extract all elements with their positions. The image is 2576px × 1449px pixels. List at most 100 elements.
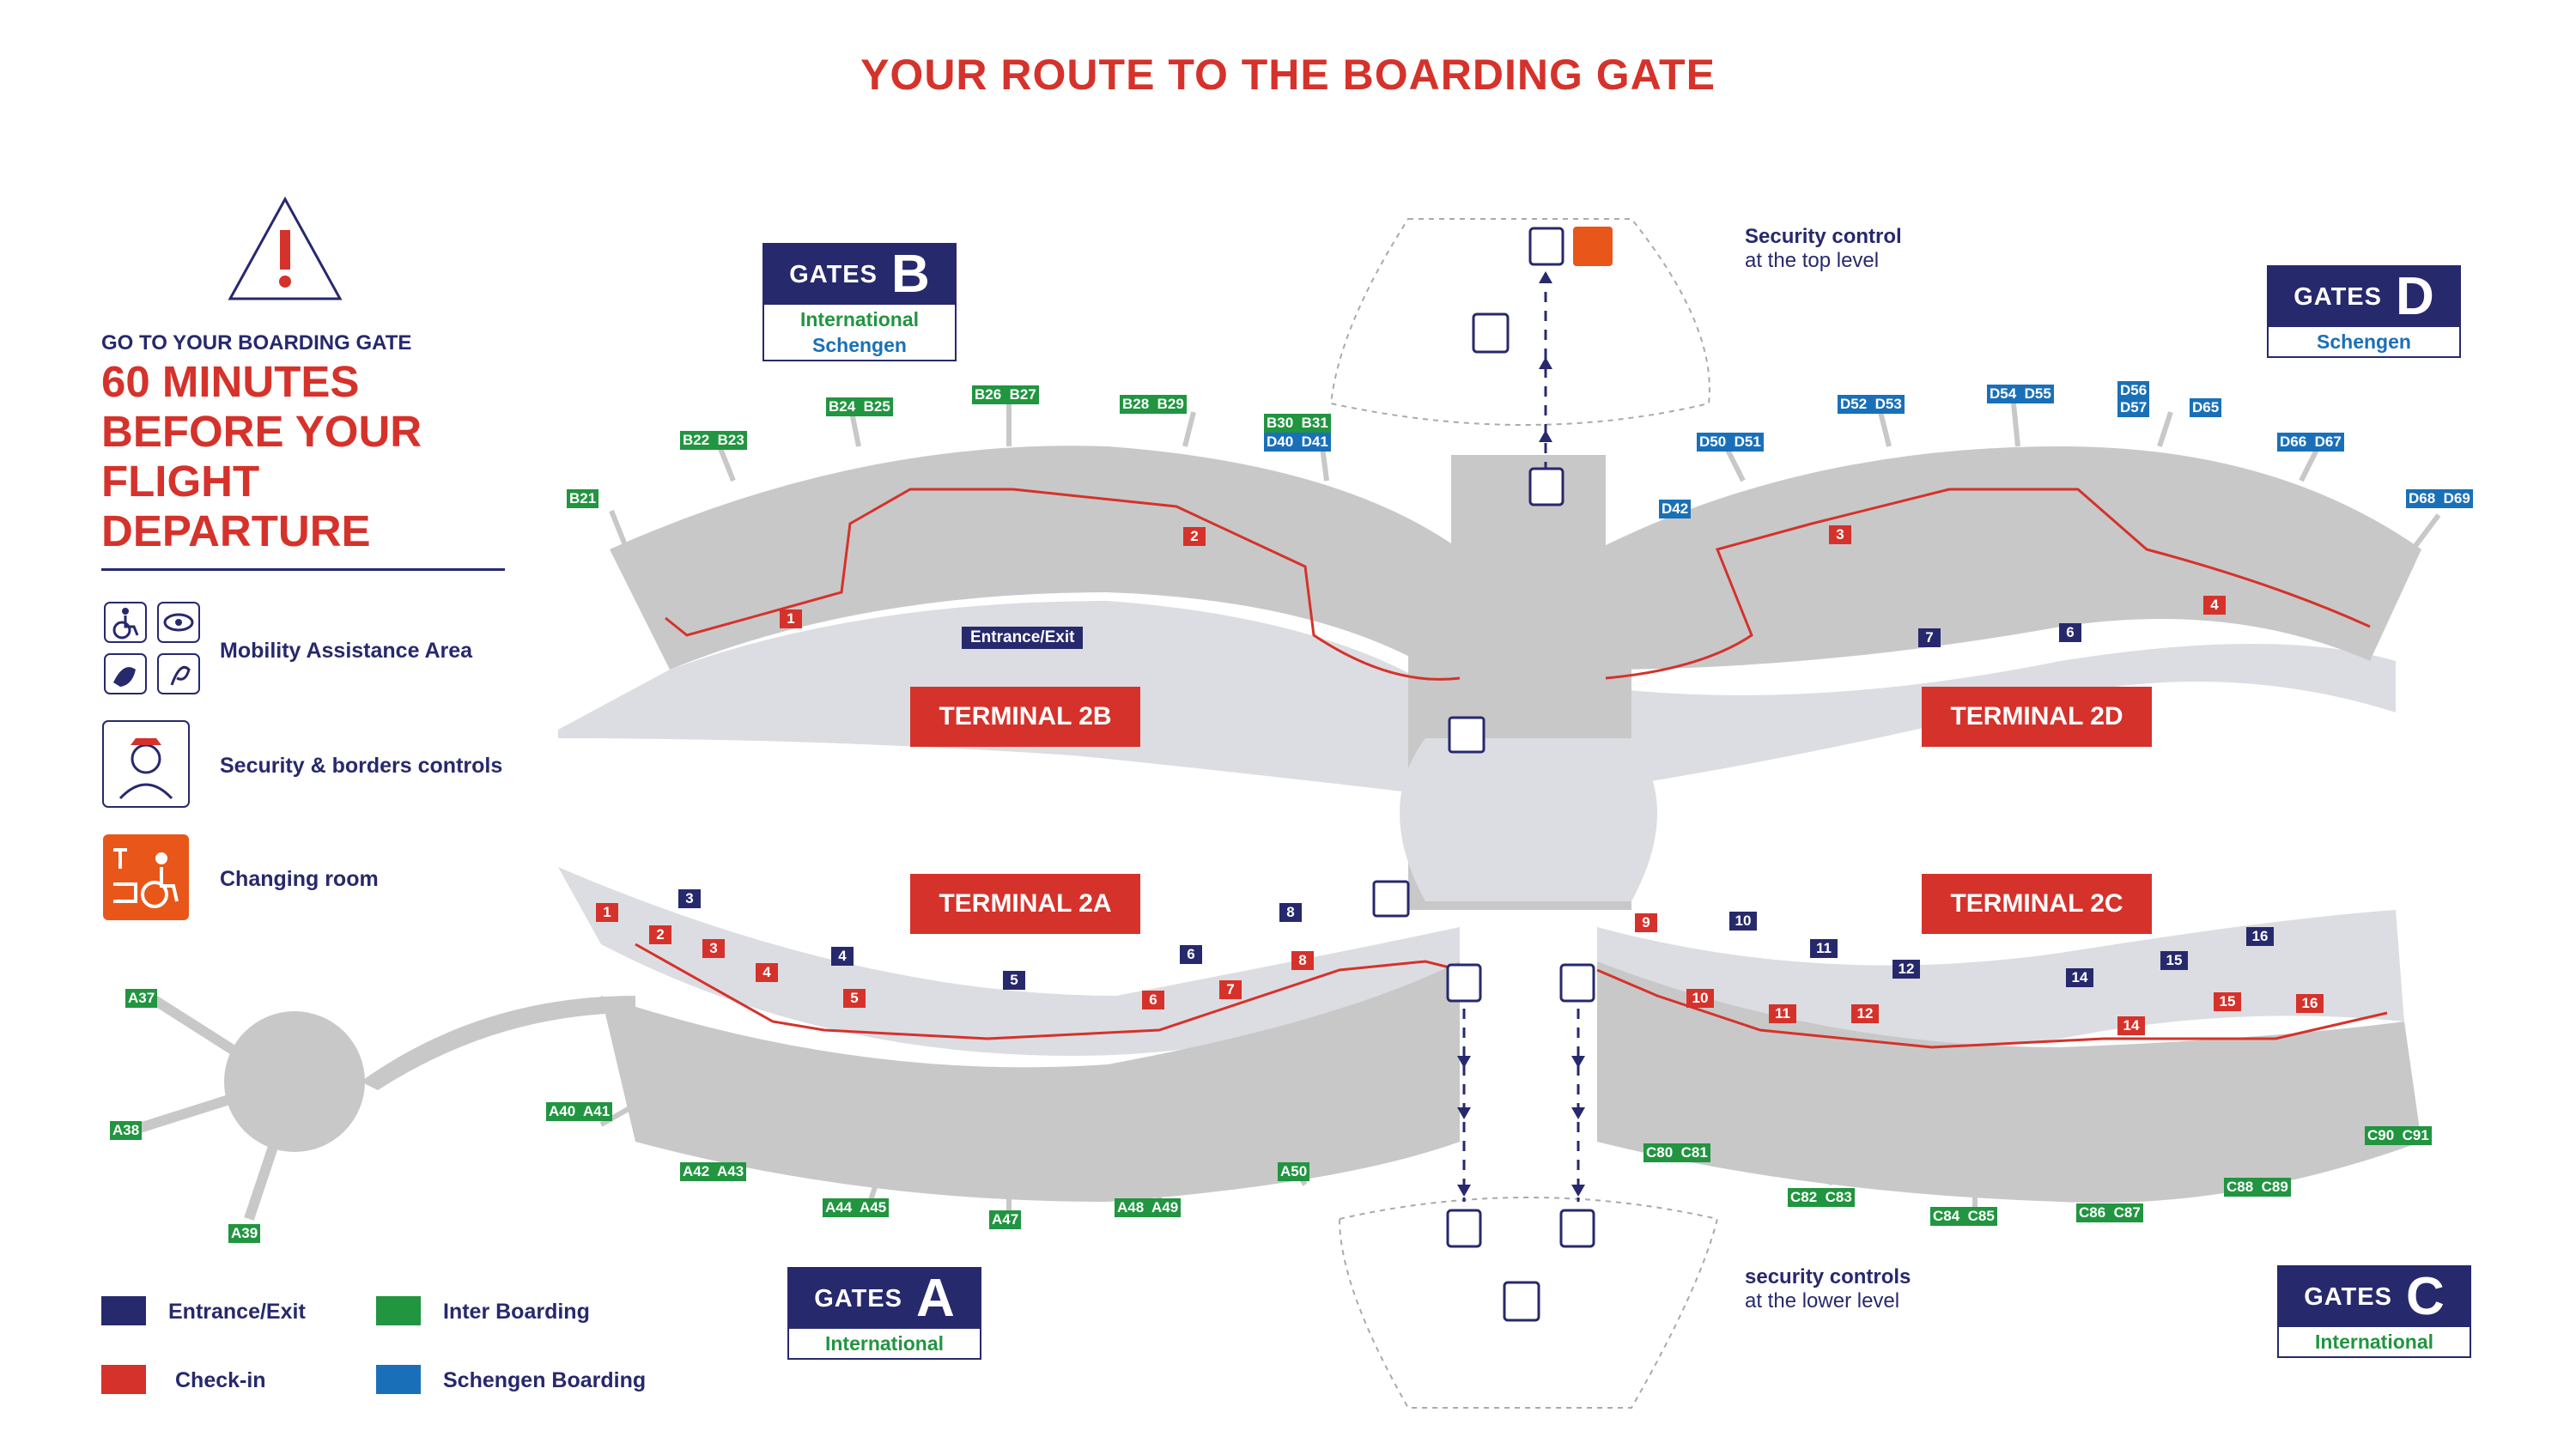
entrance-marker: 4	[831, 947, 854, 966]
elevator-icon	[1528, 227, 1564, 266]
checkin-outline-2c	[1596, 968, 2388, 1049]
instruction-subtitle: GO TO YOUR BOARDING GATE	[101, 331, 412, 355]
terminal-2d-concourse	[1597, 644, 2396, 790]
instruction-headline: 60 MINUTES BEFORE YOUR FLIGHT DEPARTURE	[101, 357, 471, 556]
central-hub-hall	[1400, 738, 1657, 901]
gate-label: A50	[1278, 1162, 1310, 1181]
elevator-icon	[1559, 1209, 1595, 1248]
entrance-marker: 8	[1279, 903, 1302, 922]
entrance-exit-label: Entrance/Exit	[962, 627, 1084, 649]
legend-swatch-entrance	[101, 1296, 146, 1325]
terminal-2a-building	[601, 961, 1460, 1202]
gate-label: B28 B29	[1120, 395, 1187, 414]
security-line: security controls	[1745, 1265, 1911, 1288]
gate-label: A38	[110, 1121, 143, 1140]
gates-a-box: GATES A International	[787, 1267, 981, 1360]
security-line: at the top level	[1745, 249, 1880, 272]
gate-label: D42	[1659, 500, 1692, 518]
checkin-marker: 14	[2117, 1016, 2145, 1035]
gate-label: C80 C81	[1643, 1143, 1710, 1162]
gate-label: C90 C91	[2365, 1126, 2432, 1145]
checkin-marker: 1	[780, 609, 802, 628]
mobility-small-icon	[1372, 880, 1410, 918]
divider	[101, 568, 505, 571]
gates-b-line: Schengen	[812, 334, 907, 356]
gate-label: A40 A41	[546, 1102, 613, 1121]
gates-letter: A	[915, 1269, 955, 1328]
entrance-marker: 3	[678, 889, 701, 908]
gate-label: D52 D53	[1838, 395, 1905, 414]
satellite-walkway	[361, 996, 635, 1090]
gate-label: D56 D57	[2117, 381, 2150, 417]
headline-line: FLIGHT	[101, 457, 260, 506]
entrance-marker: 11	[1810, 939, 1838, 958]
gate-label: A44 A45	[823, 1198, 890, 1217]
headline-line: 60 MINUTES	[101, 357, 360, 406]
gate-label: D40 D41	[1264, 433, 1331, 452]
legend-mobility: Mobility Assistance Area	[220, 639, 473, 663]
checkin-marker: 11	[1769, 1004, 1796, 1023]
terminal-2a-label: TERMINAL 2A	[910, 874, 1140, 934]
security-line: at the lower level	[1745, 1289, 1900, 1313]
checkin-marker: 2	[649, 925, 671, 944]
headline-line: DEPARTURE	[101, 506, 371, 555]
checkin-marker: 8	[1291, 951, 1314, 970]
gate-label: A47	[989, 1210, 1022, 1229]
gate-label: C86 C87	[2076, 1203, 2143, 1222]
entrance-marker: 6	[1180, 945, 1202, 964]
checkin-marker: 12	[1851, 1004, 1879, 1023]
mobility-icons	[104, 602, 200, 694]
terminal-2d-label: TERMINAL 2D	[1922, 687, 2152, 747]
gate-label: D65	[2190, 398, 2222, 417]
gates-word: GATES	[789, 260, 878, 288]
gate-label: C84 C85	[1930, 1207, 1997, 1226]
terminal-2c-label: TERMINAL 2C	[1922, 874, 2152, 934]
entrance-marker: 7	[1918, 628, 1941, 647]
gate-label: A39	[228, 1224, 261, 1243]
checkin-outline-2b	[665, 488, 1461, 681]
security-small-icon	[1472, 312, 1510, 354]
legend-changing-room: Changing room	[220, 867, 379, 891]
gates-word: GATES	[814, 1284, 902, 1313]
gates-letter: C	[2405, 1267, 2445, 1326]
checkin-marker: 7	[1219, 980, 1242, 999]
gate-label: C88 C89	[2224, 1178, 2291, 1197]
terminal-2b-label: TERMINAL 2B	[910, 687, 1140, 747]
security-zone-top	[1329, 218, 1710, 426]
gate-label: A48 A49	[1115, 1198, 1182, 1217]
gates-a-line: International	[824, 1332, 944, 1355]
headline-line: BEFORE YOUR	[101, 407, 422, 456]
checkin-outline-2a	[635, 943, 1461, 1040]
elevator-icon	[1446, 1209, 1482, 1248]
gate-label: B24 B25	[826, 397, 893, 416]
gates-c-line: International	[2314, 1331, 2433, 1353]
checkin-outline-2d	[1605, 488, 2371, 680]
gates-d-line: Schengen	[2317, 330, 2411, 353]
warning-icon	[228, 196, 343, 300]
terminal-2c-building	[1597, 961, 2421, 1203]
entrance-marker: 15	[2160, 951, 2188, 970]
security-zone-bottom	[1338, 1197, 1719, 1409]
checkin-marker: 1	[596, 903, 618, 922]
entrance-marker: 14	[2066, 968, 2093, 987]
gates-letter: B	[890, 245, 930, 304]
changing-room-small-icon	[1573, 227, 1613, 266]
security-top-text: Security control at the top level	[1745, 225, 1902, 273]
terminal-2b-building	[610, 446, 1460, 687]
checkin-marker: 10	[1686, 989, 1714, 1008]
checkin-marker: 3	[1829, 525, 1851, 544]
page-title: YOUR ROUTE TO THE BOARDING GATE	[860, 51, 1716, 99]
gate-label: B26 B27	[972, 385, 1039, 404]
legend-swatch-checkin	[101, 1365, 146, 1394]
checkin-marker: 4	[2203, 596, 2226, 615]
gate-label: B22 B23	[680, 431, 747, 450]
elevator-icon	[1528, 467, 1564, 506]
entrance-marker: 10	[1729, 912, 1757, 931]
legend-inter: Inter Boarding	[443, 1300, 590, 1324]
entrance-marker: 12	[1893, 960, 1920, 979]
gate-label: D66 D67	[2277, 433, 2344, 452]
